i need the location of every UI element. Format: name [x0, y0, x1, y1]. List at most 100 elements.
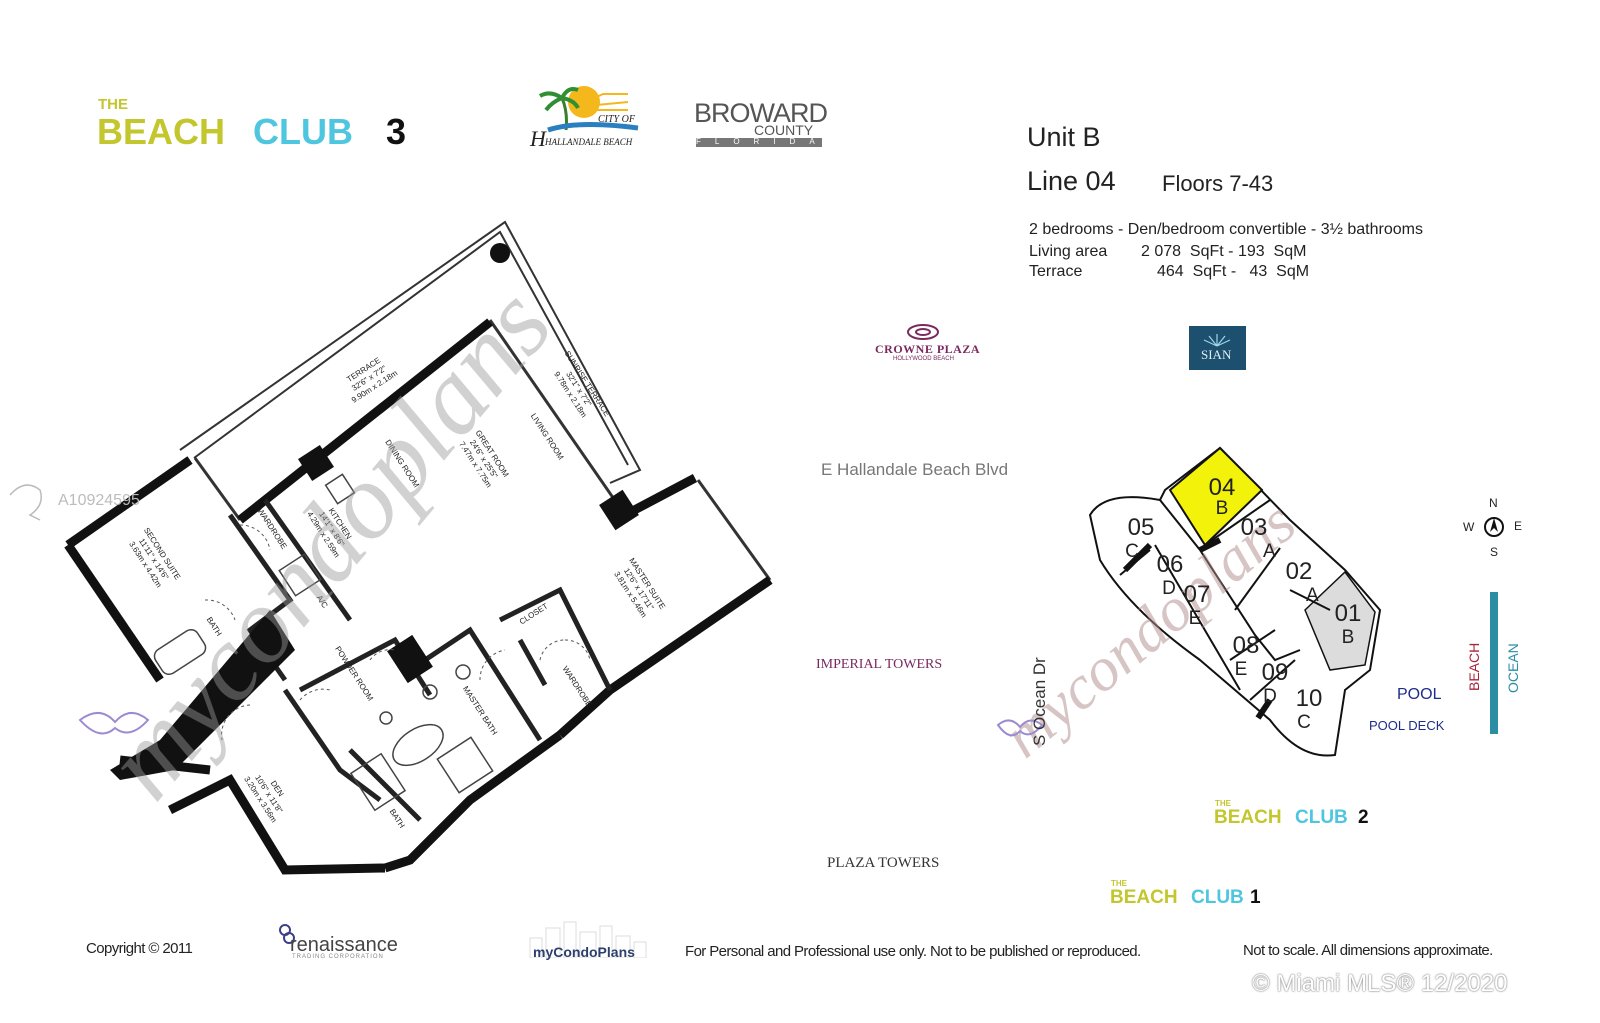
logo-beach: BEACH [97, 111, 226, 152]
bc2-club: CLUB [1295, 807, 1348, 828]
city-logo-text: CITY OF [598, 114, 635, 125]
plaza-towers-label: PLAZA TOWERS [827, 855, 940, 871]
unit-line: Line 04 [1027, 166, 1116, 196]
room-name: BATH [388, 807, 407, 829]
key-unit-num: 05 [1127, 514, 1155, 541]
watermark-icon [78, 712, 150, 735]
key-unit-num: 09 [1261, 659, 1289, 686]
key-unit-num: 07 [1183, 581, 1211, 608]
crowne-plaza-sub: HOLLYWOOD BEACH [893, 356, 954, 362]
copyright: Copyright © 2011 [86, 940, 193, 957]
living-area-value: 2 078 SqFt - 193 SqM [1141, 243, 1307, 260]
compass-e: E [1514, 519, 1523, 533]
skyline-icon [529, 921, 647, 958]
sunburst-icon [1203, 334, 1231, 347]
living-area-label: Living area [1029, 243, 1108, 260]
logo-the: THE [98, 96, 128, 113]
usage-notice: For Personal and Professional use only. … [685, 943, 1141, 960]
pool-label: POOL [1397, 686, 1442, 703]
sian-label: SIAN [1201, 347, 1232, 362]
bc1-the: THE [1111, 879, 1127, 888]
logo-number: 3 [386, 111, 407, 152]
beach-label: BEACH [1466, 642, 1482, 691]
palm-sun-icon [538, 86, 639, 133]
ocean-label: OCEAN [1505, 643, 1521, 693]
glass-walls [193, 319, 772, 581]
bc1-beach: BEACH [1110, 887, 1178, 908]
bc1-club: CLUB [1191, 887, 1244, 908]
key-unit-letter: C [1125, 541, 1139, 562]
terrace-label: Terrace [1029, 263, 1083, 280]
unit-bedrooms: 2 bedrooms - Den/bedroom convertible - 3… [1029, 221, 1423, 238]
tower-outline [1088, 446, 1382, 757]
compass-n: N [1489, 496, 1498, 510]
unit-01-fill [1304, 570, 1376, 671]
key-unit-num: 01 [1334, 600, 1362, 627]
bc1-number: 1 [1250, 887, 1261, 908]
key-unit-num: 04 [1208, 474, 1236, 501]
key-unit-letter: E [1234, 659, 1248, 680]
bc2-beach: BEACH [1214, 807, 1282, 828]
column-block-3 [387, 634, 433, 684]
room-name: MASTER BATH [461, 685, 499, 737]
city-logo-name: HALLANDALE BEACH [545, 137, 633, 147]
column-block-1 [298, 445, 334, 481]
key-unit-num: 02 [1285, 558, 1313, 585]
unit-title: Unit B [1027, 122, 1101, 152]
ocean-dr-label: S Ocean Dr [1030, 657, 1049, 746]
master-suite-room: MASTER SUITE 12'6" x 17'11" 3.81m x 5.46… [612, 556, 667, 619]
key-unit-letter: A [1263, 541, 1276, 562]
key-unit-letter: A [1306, 585, 1319, 606]
sian-logo: SIAN [1189, 326, 1246, 370]
key-unit-num: 06 [1156, 551, 1184, 578]
terrace-value: 464 SqFt - 43 SqM [1157, 263, 1310, 280]
renaissance-logo: renaissance [290, 934, 398, 956]
unit-04-highlight [1168, 446, 1264, 547]
renaissance-sub: TRADING CORPORATION [292, 954, 384, 960]
room-name: WARDROBE [561, 665, 594, 709]
wardrobe-2: WARDROBE [561, 665, 594, 709]
key-unit-num: 08 [1232, 632, 1260, 659]
fixtures [153, 473, 494, 812]
keyplan-watermark-icon [996, 719, 1044, 737]
master-bath: MASTER BATH [461, 685, 499, 737]
column-block-2 [599, 489, 639, 531]
listing-id-watermark: A10924595 [58, 492, 140, 509]
key-unit-letter: C [1297, 712, 1311, 733]
mls-mark-icon [9, 484, 42, 521]
broward-state: FLORIDA [696, 137, 829, 146]
broward-name: BROWARD [694, 98, 828, 128]
key-unit-num: 03 [1240, 514, 1268, 541]
key-unit-num: 10 [1295, 685, 1323, 712]
compass-s: S [1490, 545, 1499, 559]
logo-club: CLUB [253, 111, 353, 152]
imperial-towers-label: IMPERIAL TOWERS [816, 657, 943, 672]
bath-2: BATH [388, 807, 407, 829]
renaissance-logo-icon [279, 924, 295, 944]
scale-notice: Not to scale. All dimensions approximate… [1243, 942, 1493, 959]
key-plan-heavy-walls [1122, 537, 1273, 720]
key-unit-letter: B [1215, 498, 1229, 519]
compass-icon [1484, 517, 1504, 537]
compass-w: W [1463, 520, 1475, 534]
broward-county: COUNTY [754, 122, 814, 138]
exterior-walls [64, 318, 773, 875]
bc2-the: THE [1215, 799, 1231, 808]
second-suite-room: SECOND SUITE 11'11" x 14'6" 3.63m x 4.42… [127, 526, 182, 589]
pool-deck-label: POOL DECK [1369, 718, 1445, 733]
mls-watermark: © Miami MLS® 12/2020 [1252, 970, 1508, 997]
key-unit-letter: E [1188, 608, 1202, 629]
key-unit-letter: D [1263, 686, 1277, 707]
city-logo-h: H [530, 126, 546, 151]
